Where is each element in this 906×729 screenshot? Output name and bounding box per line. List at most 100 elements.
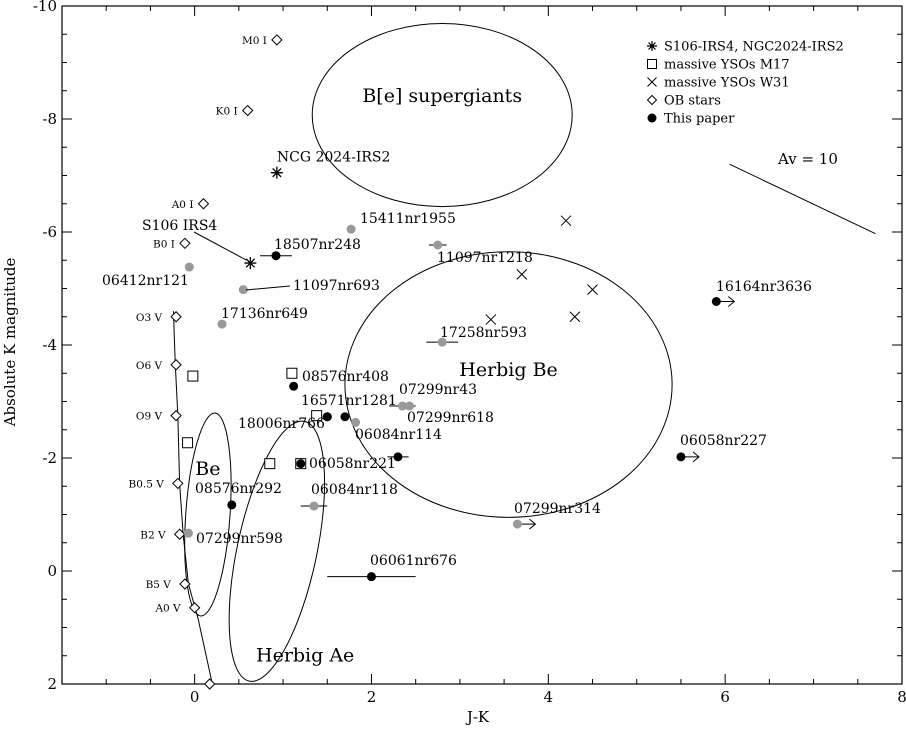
- m17-marker: [311, 410, 323, 422]
- legend-label: OB stars: [664, 94, 721, 109]
- supergiant-marker: [241, 104, 254, 117]
- legend-label: This paper: [664, 112, 735, 127]
- point-label: 11097nr693: [293, 278, 380, 294]
- main-sequence-marker: [179, 578, 191, 590]
- spectral-type-label: A0 I: [171, 199, 194, 211]
- data-point: [711, 296, 721, 306]
- y-tick-label: -2: [42, 449, 57, 467]
- main-sequence-marker: [172, 477, 184, 490]
- w31-marker: [587, 284, 598, 295]
- data-point: [322, 412, 332, 422]
- data-point: [238, 285, 248, 295]
- point-label: 17136nr649: [221, 306, 308, 322]
- point-label: 06084nr118: [311, 482, 398, 498]
- spectral-type-label: O3 V: [136, 312, 163, 324]
- region-label: B[e] supergiants: [362, 85, 522, 107]
- data-point: [271, 251, 281, 261]
- data-point: [397, 401, 407, 411]
- leader-line: [193, 231, 247, 261]
- m17-marker: [182, 437, 194, 449]
- region-ellipse: [311, 23, 573, 208]
- x-tick-label: 6: [720, 688, 730, 706]
- spectral-type-label: B5 V: [146, 579, 172, 591]
- main-sequence-marker: [203, 678, 216, 690]
- main-sequence-marker: [170, 409, 182, 422]
- point-label: NCG 2024-IRS2: [277, 150, 391, 166]
- point-label: 06084nr114: [355, 427, 442, 443]
- supergiant-marker: [271, 34, 283, 46]
- legend-label: S106-IRS4, NGC2024-IRS2: [664, 40, 844, 55]
- main-sequence-curve: [172, 311, 213, 685]
- data-point: [183, 528, 193, 538]
- spectral-type-label: B0.5 V: [128, 478, 164, 490]
- point-label: 17258nr593: [440, 325, 527, 341]
- point-label: 08576nr292: [195, 481, 282, 497]
- point-label: 07299nr598: [196, 531, 283, 547]
- reddening-vector-label: Av = 10: [777, 150, 838, 168]
- data-point: [217, 319, 227, 329]
- w31-marker: [560, 215, 572, 227]
- spectral-type-label: O9 V: [136, 411, 163, 423]
- region-label: Be: [195, 458, 220, 480]
- point-label: 06412nr121: [102, 273, 189, 289]
- region-ellipse: [344, 251, 673, 518]
- w31-marker: [516, 269, 528, 280]
- spectral-type-label: M0 I: [242, 35, 267, 47]
- point-label: 06058nr221: [309, 456, 396, 472]
- data-point: [184, 262, 194, 272]
- supergiant-marker: [197, 198, 210, 210]
- point-label: 15411nr1955: [360, 211, 456, 227]
- legend-marker: [647, 113, 657, 123]
- y-axis-label: Absolute K magnitude: [1, 258, 19, 428]
- point-label: 06061nr676: [370, 553, 457, 569]
- supergiant-marker: [179, 237, 191, 250]
- m17-marker: [286, 367, 298, 379]
- x-tick-label: 8: [897, 688, 906, 706]
- x-tick-label: 2: [367, 688, 377, 706]
- legend-marker: [647, 41, 657, 51]
- legend-marker: [647, 59, 657, 69]
- leader-line: [245, 285, 291, 291]
- data-point: [296, 459, 306, 469]
- reddening-vector: [729, 163, 876, 235]
- x-axis-label: J-K: [465, 708, 490, 726]
- legend-marker: [646, 94, 658, 106]
- point-label: 07299nr314: [514, 501, 601, 517]
- region-label: Herbig Ae: [256, 644, 354, 666]
- data-point: [366, 572, 376, 582]
- data-point: [346, 224, 356, 234]
- legend-marker: [647, 77, 657, 87]
- spectral-type-label: B0 I: [153, 238, 175, 250]
- asterisk-marker: [244, 257, 257, 270]
- point-label: 08576nr408: [302, 369, 389, 385]
- data-point: [393, 452, 403, 462]
- data-point: [676, 452, 686, 462]
- point-label: 16164nr3636: [716, 279, 812, 295]
- data-point: [340, 412, 350, 422]
- x-tick-label: 4: [544, 688, 554, 706]
- point-label: 07299nr43: [399, 382, 477, 398]
- data-point: [437, 337, 447, 347]
- data-point: [404, 401, 414, 411]
- y-tick-label: 0: [47, 562, 57, 580]
- point-label: 06058nr227: [680, 433, 767, 449]
- point-label: 11097nr1218: [437, 250, 533, 266]
- point-label: 18006nr766: [238, 416, 325, 432]
- y-tick-label: -8: [42, 110, 57, 128]
- y-tick-label: -4: [42, 336, 57, 354]
- data-point: [433, 240, 443, 250]
- region-ellipse: [228, 420, 326, 682]
- main-sequence-marker: [188, 602, 201, 614]
- m17-marker: [264, 458, 276, 470]
- data-point: [289, 381, 299, 391]
- y-tick-label: -10: [33, 0, 57, 15]
- spectral-type-label: B2 V: [140, 529, 166, 541]
- region-ellipse: [184, 412, 232, 617]
- spectral-type-label: K0 I: [216, 106, 238, 118]
- data-point: [512, 519, 522, 529]
- point-label: 18507nr248: [274, 237, 361, 253]
- m17-marker: [187, 370, 199, 382]
- w31-marker: [485, 314, 497, 325]
- data-point: [309, 501, 319, 511]
